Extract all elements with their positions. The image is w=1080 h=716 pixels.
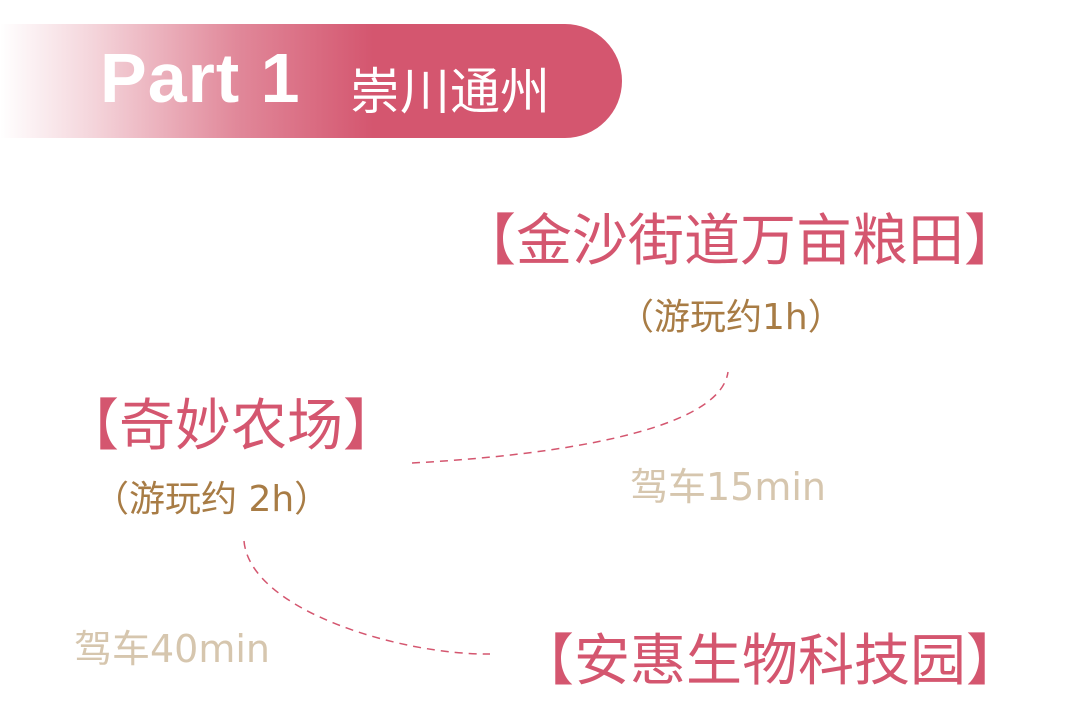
stop-duration-qimiao: （游玩约 2h） <box>93 479 331 520</box>
route-line-1 <box>411 371 729 464</box>
stop-name-anhui: 【安惠生物科技园】 <box>518 629 1022 694</box>
route-line-2 <box>243 540 491 655</box>
part-label: Part 1 <box>100 39 301 117</box>
stop-duration-jinsha: （游玩约1h） <box>618 297 844 338</box>
route-label-2: 驾车40min <box>74 627 271 671</box>
stop-name-qimiao: 【奇妙农场】 <box>63 394 399 459</box>
section-banner <box>0 24 622 138</box>
region-title: 崇川通州 <box>350 63 550 121</box>
stop-name-jinsha: 【金沙街道万亩粮田】 <box>460 209 1020 274</box>
route-label-1: 驾车15min <box>630 465 827 509</box>
